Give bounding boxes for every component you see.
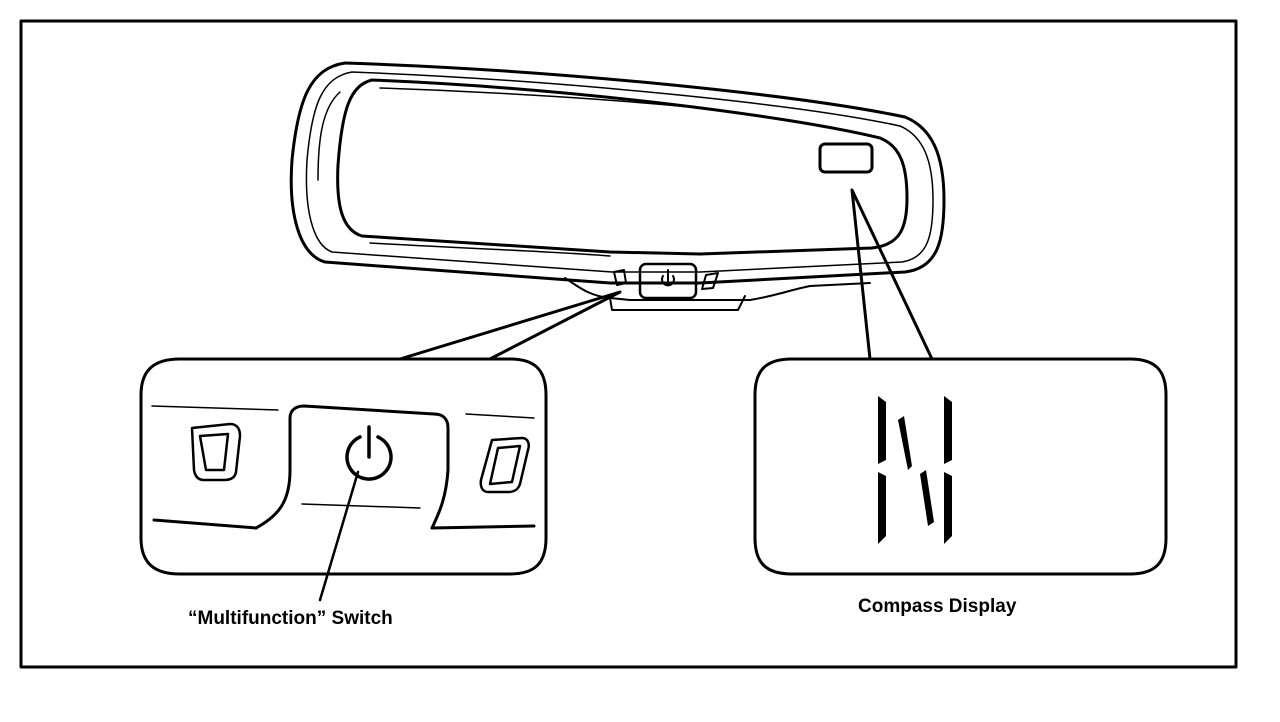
power-icon xyxy=(661,269,675,287)
compass-callout xyxy=(753,188,1168,576)
compass-display-label: Compass Display xyxy=(858,596,1017,617)
switch-pointer-line xyxy=(318,470,360,602)
multifunction-switch[interactable] xyxy=(254,404,450,530)
power-icon xyxy=(345,425,393,481)
mirror-power-button[interactable] xyxy=(638,262,698,300)
left-sensor-icon xyxy=(613,269,627,286)
left-sensor-icon xyxy=(190,422,242,482)
compass-heading-segments xyxy=(878,396,952,544)
right-sensor-icon xyxy=(701,272,719,290)
right-sensor-icon xyxy=(479,436,530,494)
mirror-compass-window xyxy=(818,142,874,174)
figure-frame xyxy=(19,19,1238,669)
rearview-mirror xyxy=(289,61,946,311)
switch-callout xyxy=(139,290,622,602)
multifunction-switch-label: “Multifunction” Switch xyxy=(188,608,393,629)
